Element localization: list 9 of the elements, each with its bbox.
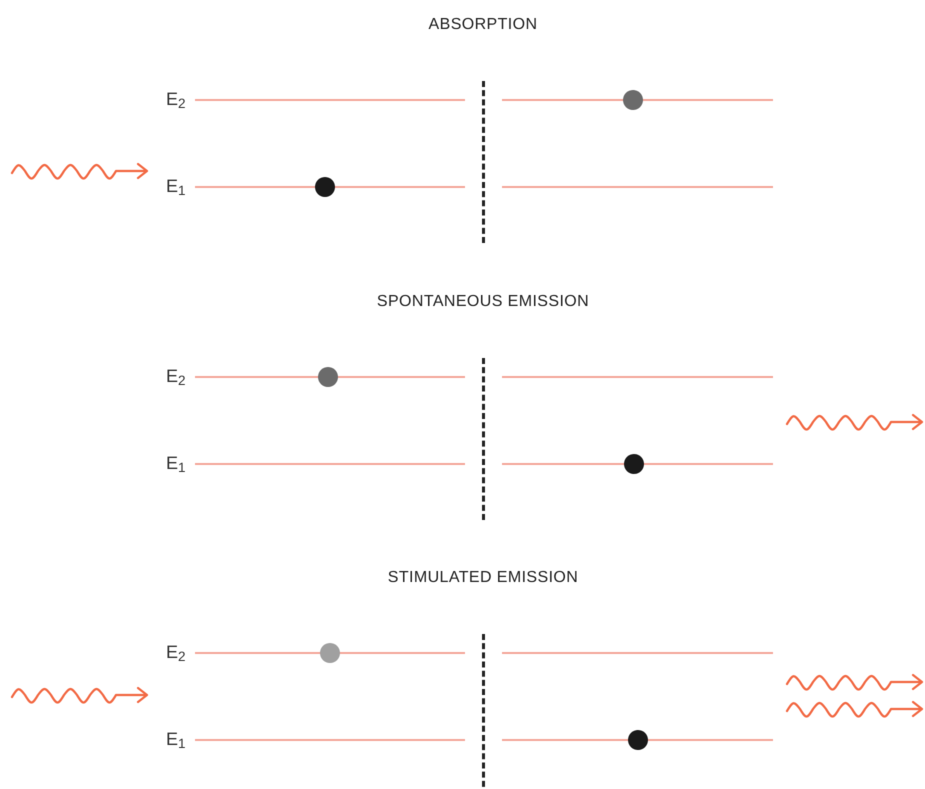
energy-level-label: E$_{2}$	[166, 367, 186, 385]
process-heading: SPONTANEOUS EMISSION	[376, 293, 590, 310]
energy-level-label: E$_{1}$	[166, 454, 186, 472]
energy-level-label: E$_{1}$	[166, 730, 186, 748]
energy-level-label: E$_{2}$	[166, 90, 186, 108]
process-heading: ABSORPTION	[428, 16, 538, 33]
energy-level-label: E$_{1}$	[166, 177, 186, 195]
energy-level-label: E$_{2}$	[166, 643, 186, 661]
process-heading: STIMULATED EMISSION	[388, 569, 578, 586]
